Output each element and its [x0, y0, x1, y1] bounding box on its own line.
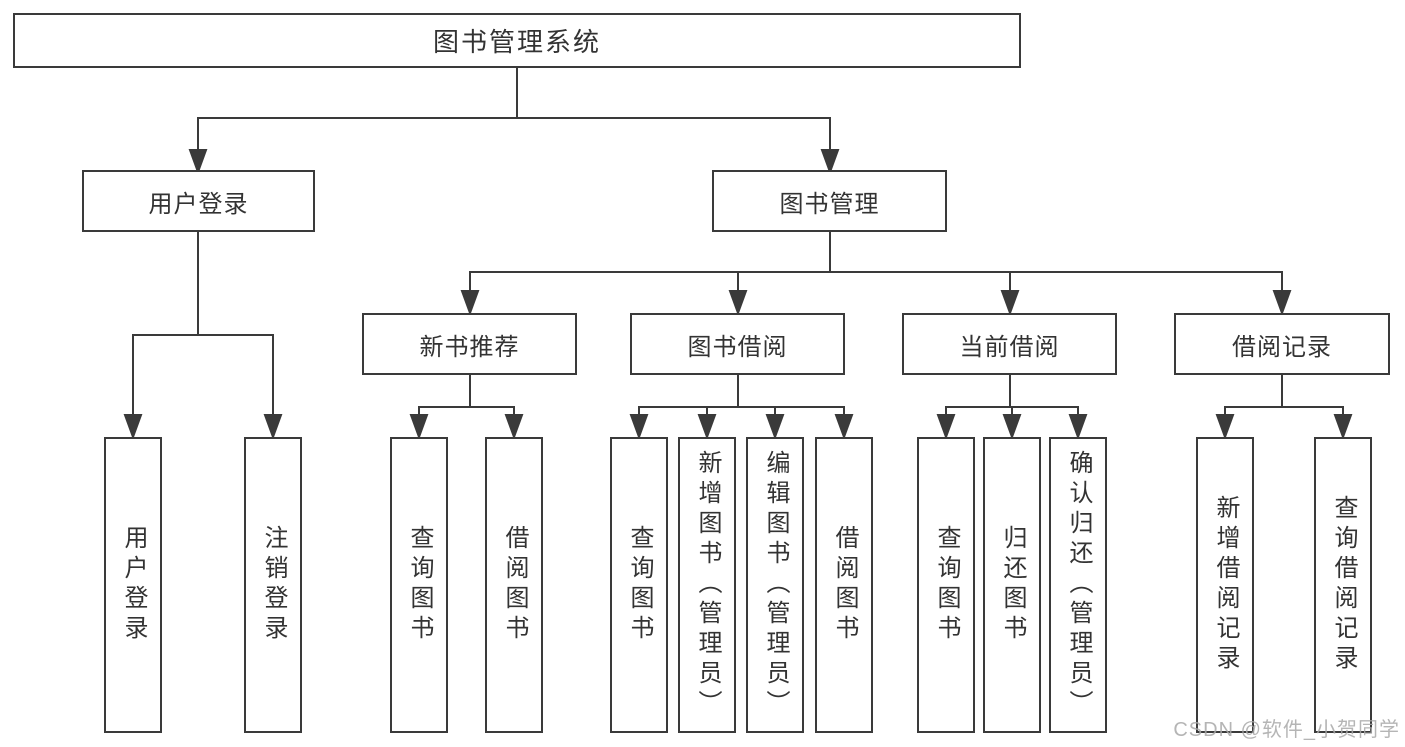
leaf-borrowing-query-books: 查询图书	[610, 437, 668, 733]
leaf-current-query-books: 查询图书	[917, 437, 975, 733]
node-new-book-recommendation: 新书推荐	[362, 313, 577, 375]
csdn-watermark: CSDN @软件_小贺同学	[1173, 719, 1400, 741]
node-current-borrowing: 当前借阅	[902, 313, 1117, 375]
node-library-management-system: 图书管理系统	[13, 13, 1021, 68]
leaf-current-return-books: 归还图书	[983, 437, 1041, 733]
leaf-borrowing-borrow-books: 借阅图书	[815, 437, 873, 733]
leaf-records-query-record: 查询借阅记录	[1314, 437, 1372, 733]
leaf-user-login: 用户登录	[104, 437, 162, 733]
leaf-borrowing-add-books-admin: 新增图书（管理员）	[678, 437, 736, 733]
leaf-records-add-record: 新增借阅记录	[1196, 437, 1254, 733]
leaf-recommend-borrow-books: 借阅图书	[485, 437, 543, 733]
leaf-borrowing-edit-books-admin: 编辑图书（管理员）	[746, 437, 804, 733]
node-book-management-branch: 图书管理	[712, 170, 947, 232]
node-user-login-branch: 用户登录	[82, 170, 315, 232]
leaf-recommend-query-books: 查询图书	[390, 437, 448, 733]
node-borrowing-records: 借阅记录	[1174, 313, 1390, 375]
leaf-current-confirm-return-admin: 确认归还（管理员）	[1049, 437, 1107, 733]
leaf-logout: 注销登录	[244, 437, 302, 733]
node-book-borrowing: 图书借阅	[630, 313, 845, 375]
